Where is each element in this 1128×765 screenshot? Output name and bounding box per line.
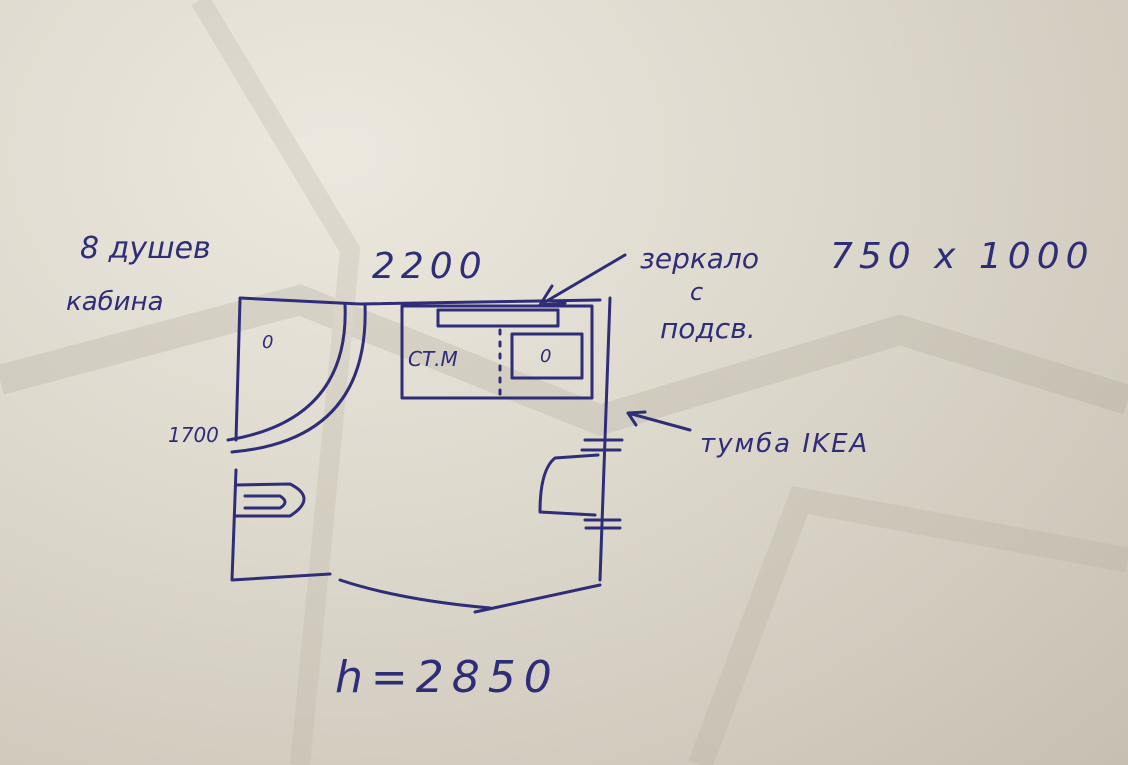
washer-label: СТ.М [408,347,458,371]
top-dimension: 2200 [372,246,488,287]
left-dimension: 1700 [168,423,219,447]
mirror-size: 750 x 1000 [830,236,1095,277]
height-label: h=2850 [335,652,560,703]
annotation-arrows [538,253,692,432]
ikea-cabinet [538,438,624,530]
mirror-note-line2: подсв. [660,312,756,345]
shower-label-line1: 8 душев [80,231,211,266]
shower-label-line2: кабина [66,287,164,317]
toilet [234,482,306,518]
washer-sink-counter: СТ.М 0 [400,304,594,400]
shower-cabin: 0 [226,302,367,454]
mirror-note-line1: с [690,278,703,306]
cabinet-label: тумба IKEA [700,429,869,459]
mirror-label: зеркало [640,242,759,275]
shower-mark: 0 [262,332,273,353]
sink-mark: 0 [540,346,551,367]
